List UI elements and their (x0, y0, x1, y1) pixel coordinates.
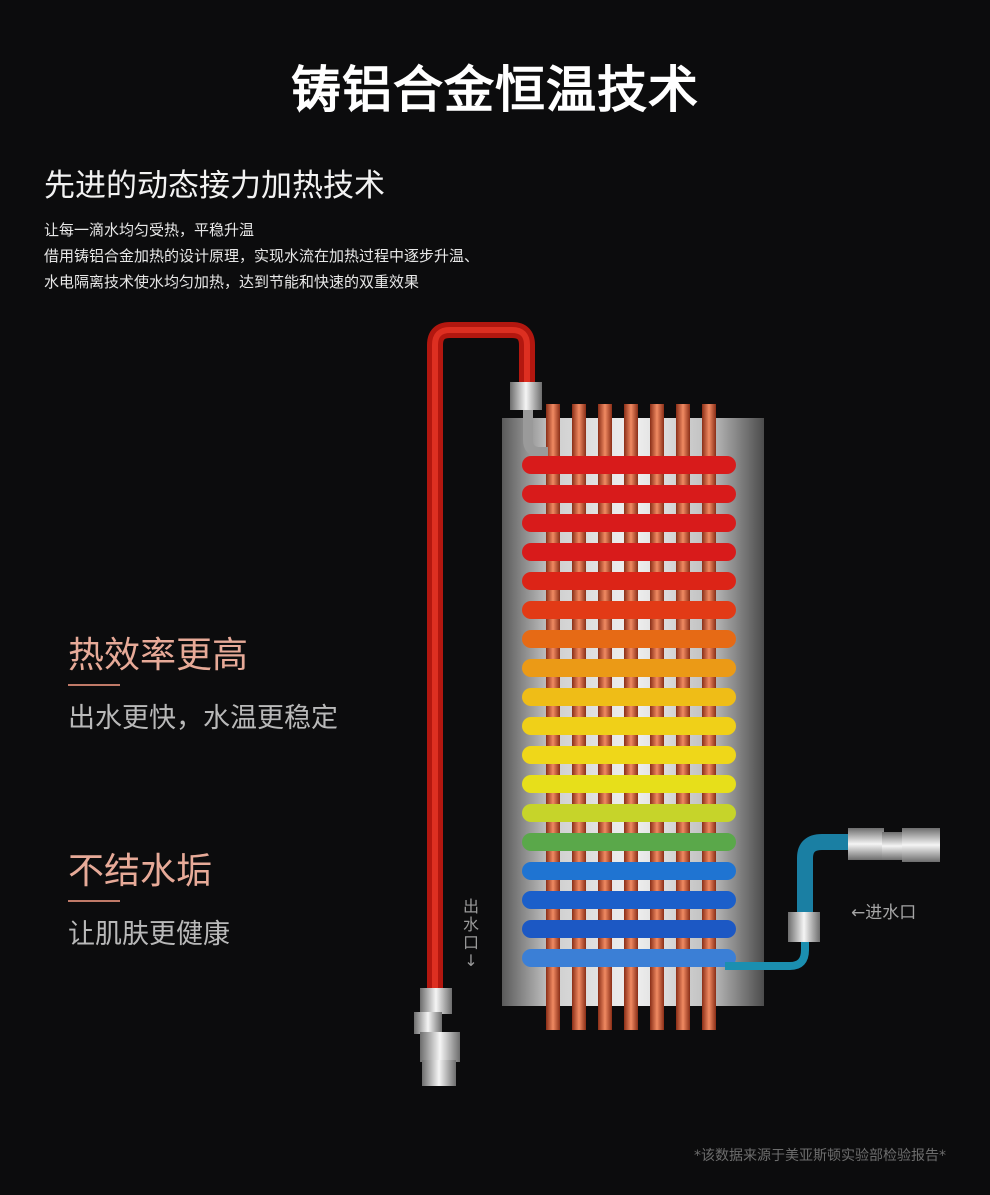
description-line: 让每一滴水均匀受热，平稳升温 (44, 221, 255, 239)
inlet-hose (797, 834, 852, 925)
arrow-down-icon: ↓ (464, 951, 478, 970)
feature-desc: 让肌肤更健康 (68, 919, 230, 950)
outlet-label-char: 水 (462, 915, 479, 934)
outlet-valve (414, 988, 460, 1086)
outlet-label: 出 水 口 ↓ (461, 898, 481, 970)
feature-divider (68, 900, 120, 902)
page-title: 铸铝合金恒温技术 (291, 61, 699, 119)
top-fitting (510, 382, 542, 410)
outlet-label-char: 出 (462, 897, 479, 916)
feature-efficiency: 热效率更高 出水更快，水温更稳定 (68, 626, 338, 735)
description-line: 水电隔离技术使水均匀加热，达到节能和快速的双重效果 (44, 273, 420, 291)
description-line: 借用铸铝合金加热的设计原理，实现水流在加热过程中逐步升温、 (44, 247, 480, 265)
inlet-label: ←进水口 (851, 903, 917, 923)
description: 让每一滴水均匀受热，平稳升温 借用铸铝合金加热的设计原理，实现水流在加热过程中逐… (44, 217, 479, 295)
feature-desc: 出水更快，水温更稳定 (68, 703, 338, 734)
feature-divider (68, 684, 120, 686)
outlet-label-char: 口 (462, 933, 479, 952)
heating-coils (522, 456, 736, 967)
footnote: *该数据来源于美亚斯顿实验部检验报告* (694, 1148, 946, 1164)
feature-title: 不结水垢 (68, 851, 213, 892)
section-subtitle: 先进的动态接力加热技术 (44, 168, 385, 204)
inlet-valve (788, 828, 940, 942)
feature-title: 热效率更高 (68, 635, 249, 676)
feature-no-scale: 不结水垢 让肌肤更健康 (68, 842, 230, 951)
